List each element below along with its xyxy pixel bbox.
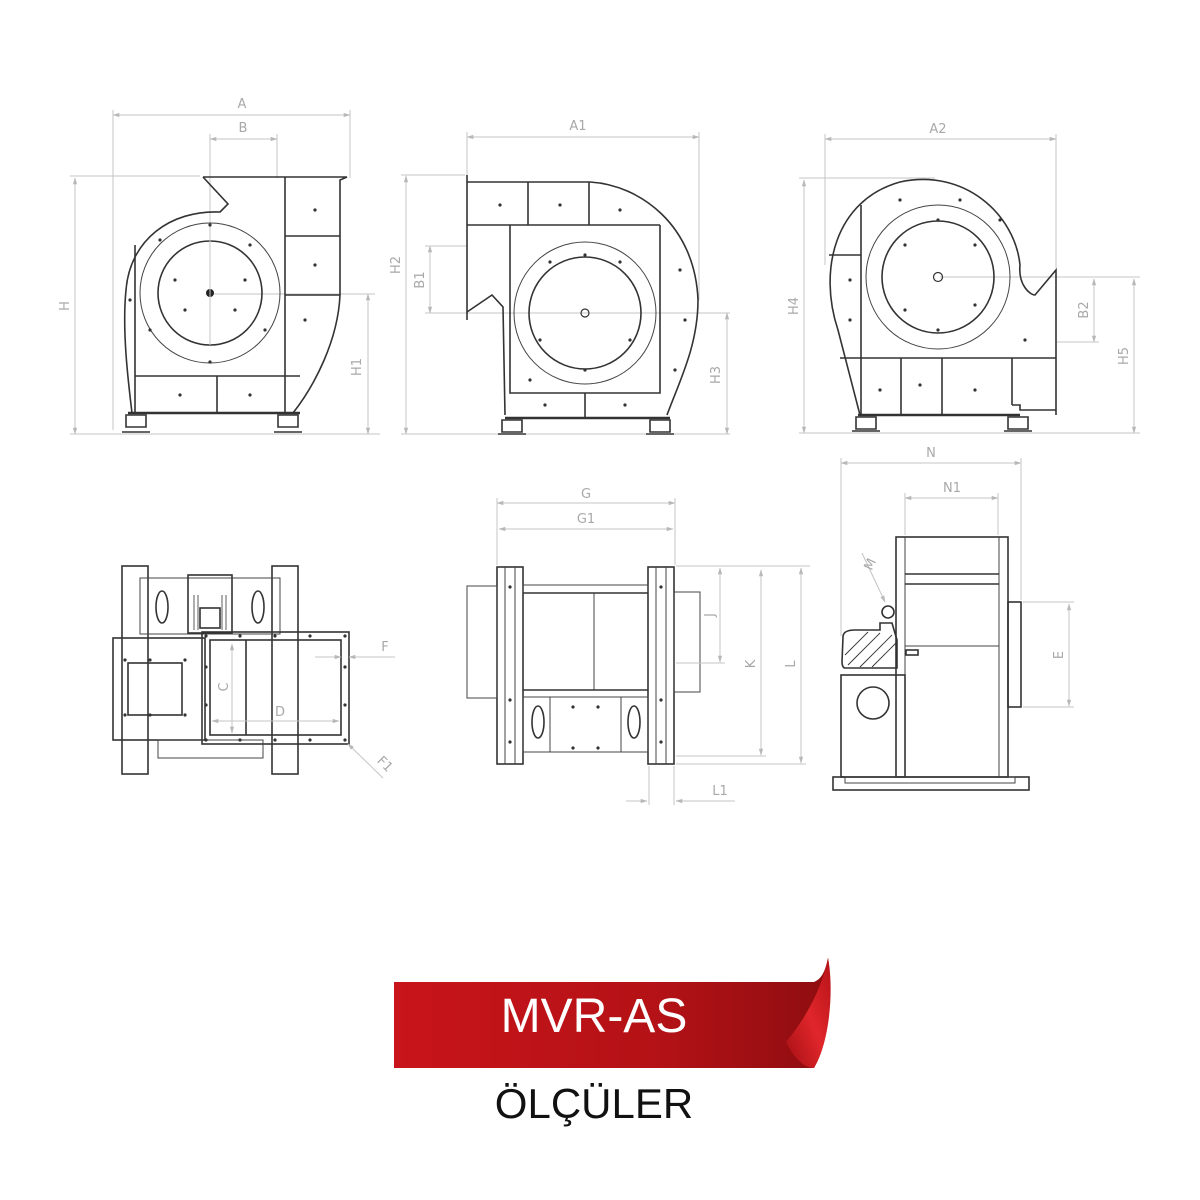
- dim-label-L: L: [784, 660, 799, 668]
- dim-label-G1: G1: [577, 512, 595, 527]
- dim-label-A: A: [238, 97, 247, 112]
- front-view-right: A2 H4 B2 H5: [787, 122, 1140, 434]
- dim-label-F: F: [381, 640, 388, 655]
- dim-label-A1: A1: [569, 119, 586, 134]
- dim-label-N1: N1: [943, 481, 961, 496]
- dim-label-H1: H1: [350, 358, 365, 376]
- dim-label-H4: H4: [787, 297, 802, 315]
- dim-label-L1: L1: [712, 784, 728, 799]
- dim-label-B2: B2: [1077, 301, 1092, 318]
- side-view-middle: G G1 J K L L1: [466, 487, 810, 805]
- dim-label-B1: B1: [413, 271, 428, 288]
- ribbon-banner: [394, 958, 831, 1068]
- side-view-right: N N1 M E: [832, 446, 1074, 791]
- dim-label-H3: H3: [709, 366, 724, 384]
- dim-label-K: K: [744, 659, 759, 668]
- front-view-left: A B H H1: [58, 97, 380, 435]
- dim-label-H5: H5: [1117, 347, 1132, 365]
- dim-label-N: N: [926, 446, 936, 461]
- dim-label-M: M: [862, 556, 880, 573]
- product-code-title: MVR-AS: [500, 990, 688, 1043]
- dim-label-H: H: [58, 301, 73, 311]
- dim-label-B: B: [239, 121, 248, 136]
- dimensions-subtitle: ÖLÇÜLER: [494, 1080, 694, 1127]
- dim-label-E: E: [1052, 651, 1067, 659]
- top-view: C D F F1: [112, 565, 395, 779]
- front-view-middle: A1 H2 B1 H3: [389, 119, 730, 435]
- dim-label-G: G: [581, 487, 591, 502]
- dim-label-H2: H2: [389, 256, 404, 274]
- dim-label-A2: A2: [929, 122, 946, 137]
- dim-label-D: D: [275, 705, 285, 720]
- dim-label-J: J: [703, 613, 718, 618]
- dim-label-C: C: [217, 682, 232, 691]
